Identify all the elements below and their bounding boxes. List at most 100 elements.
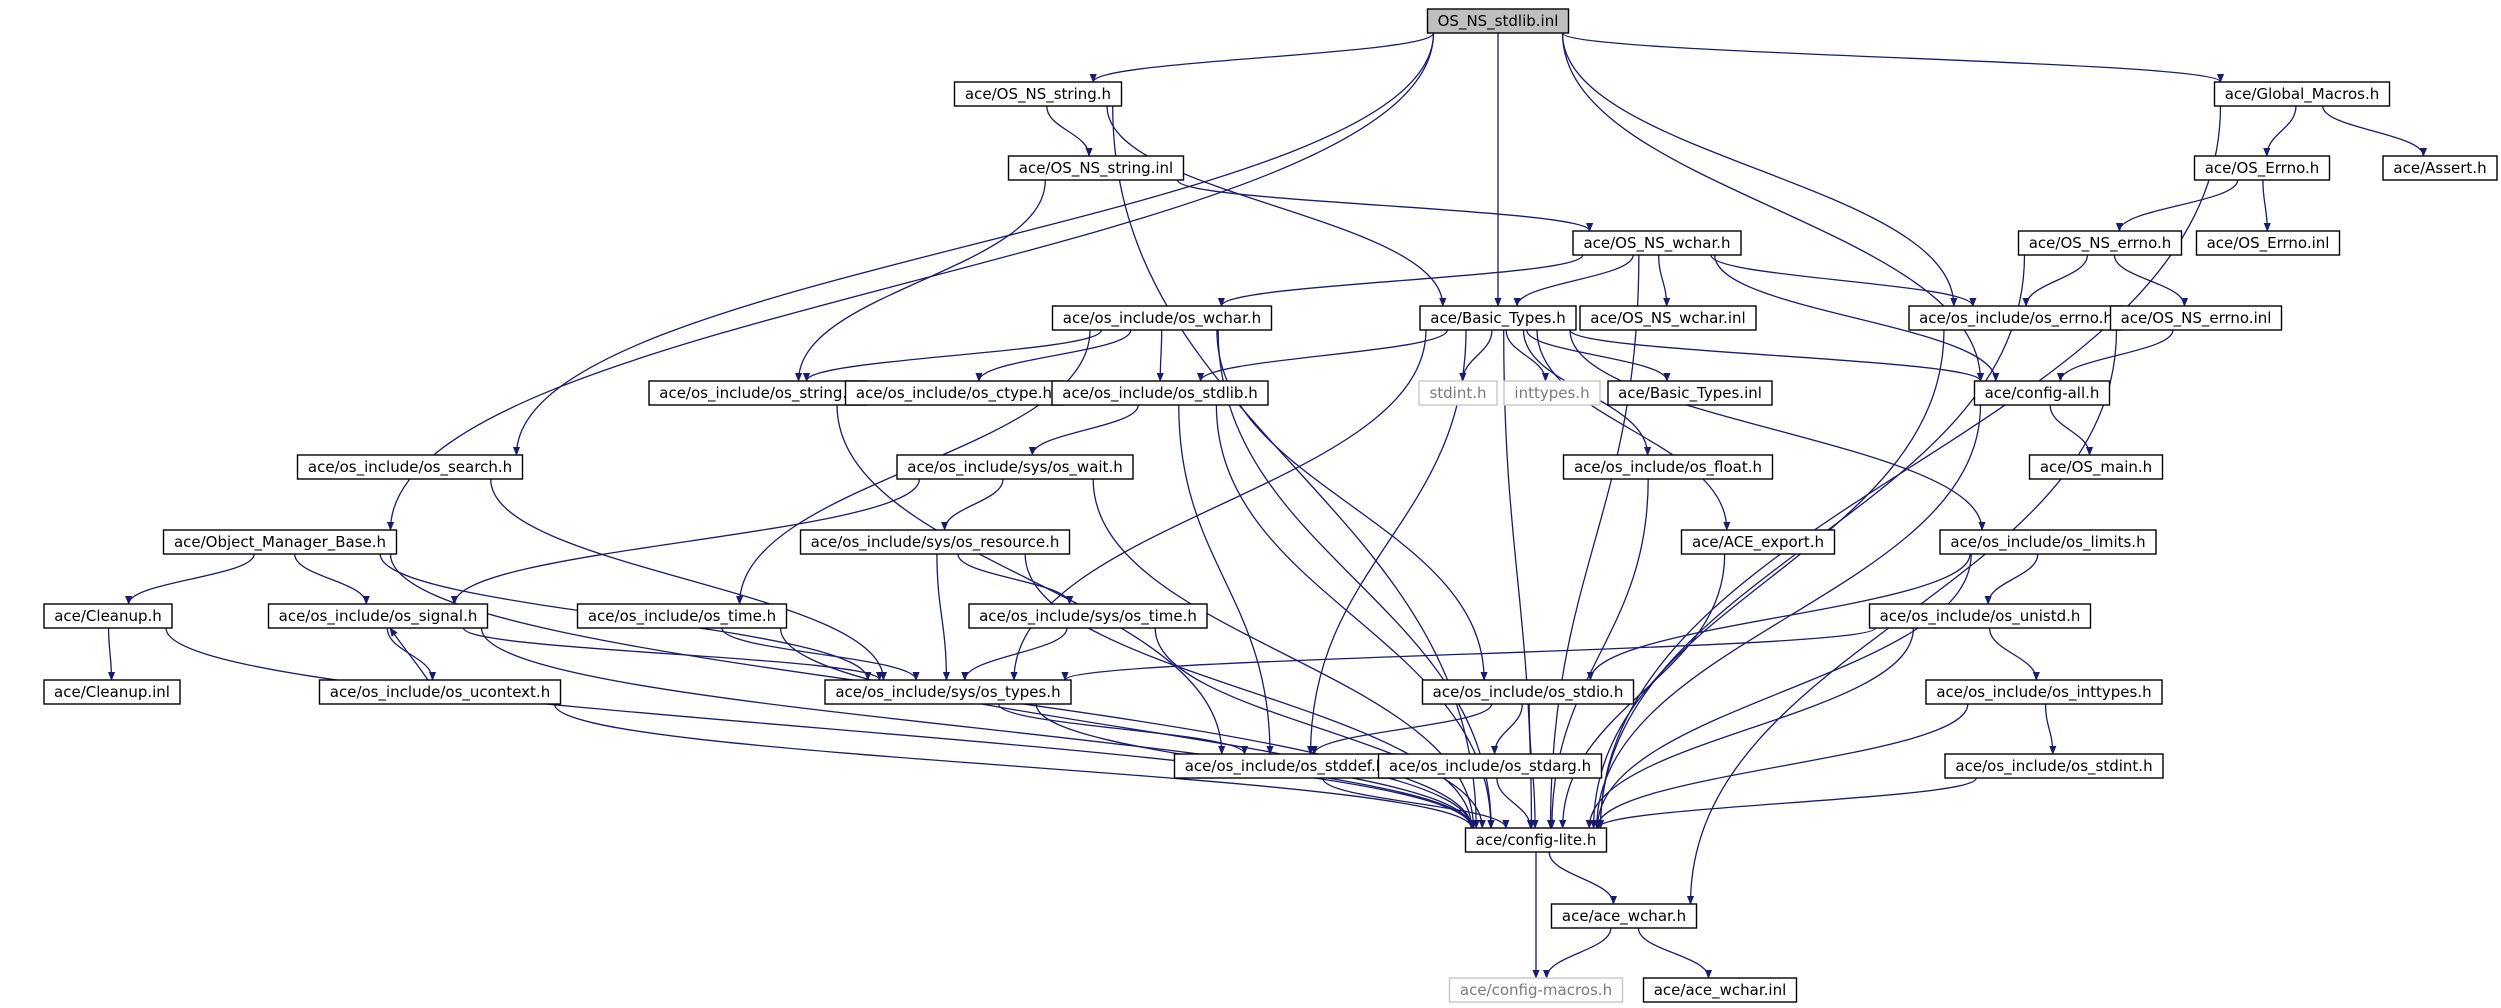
node-ace-ace-wchar-inl[interactable]: ace/ace_wchar.inl <box>1642 977 1798 1003</box>
node-label: ace/os_include/os_wchar.h <box>1063 309 1261 328</box>
node-ace-os-ns-string-h[interactable]: ace/OS_NS_string.h <box>953 81 1123 107</box>
edge-basic_types-to-inc_stdlib <box>1197 329 1448 382</box>
edge-ns_wchar-to-inc_wchar <box>1217 254 1584 307</box>
edge-sys_time-to-sys_types <box>961 627 1068 681</box>
node-label: stdint.h <box>1429 384 1486 402</box>
node-ace-os-include-os-wchar-h[interactable]: ace/os_include/os_wchar.h <box>1051 305 1273 331</box>
node-box <box>1051 380 1269 406</box>
node-ace-os-ns-errno-inl[interactable]: ace/OS_NS_errno.inl <box>2109 305 2283 331</box>
edge-inc_stdio-to-inc_stddef <box>1310 703 1493 755</box>
node-ace-os-errno-h[interactable]: ace/OS_Errno.h <box>2193 155 2331 181</box>
node-label: ace/os_include/os_unistd.h <box>1880 607 2081 626</box>
node-ace-os-include-sys-os-time-h[interactable]: ace/os_include/sys/os_time.h <box>968 603 1208 629</box>
node-ace-config-lite-h[interactable]: ace/config-lite.h <box>1464 827 1608 853</box>
node-box <box>1007 155 1185 181</box>
node-ace-os-include-os-stddef-h[interactable]: ace/os_include/os_stddef.h <box>1173 753 1397 779</box>
edge-inc_inttypes-to-inc_stdint <box>2044 703 2057 755</box>
node-ace-basic-types-inl[interactable]: ace/Basic_Types.inl <box>1607 380 1773 406</box>
edge-inc_inttypes-to-config_lite <box>1593 703 1969 829</box>
edge-sys_resource-to-sys_types <box>936 553 951 681</box>
node-label: inttypes.h <box>1514 384 1589 402</box>
node-box <box>1550 903 1698 929</box>
node-label: ace/config-all.h <box>1985 384 2100 402</box>
edge-inc_stdint-to-config_lite <box>1594 777 1977 829</box>
edge-sys_wait-to-sys_resource <box>941 478 1004 531</box>
node-box <box>576 603 788 629</box>
node-box <box>968 603 1208 629</box>
edge-ns_errno_inl-to-config_all <box>2056 329 2174 382</box>
node-ace-os-ns-wchar-h[interactable]: ace/OS_NS_wchar.h <box>1572 230 1742 256</box>
node-label: ace/config-macros.h <box>1460 981 1612 999</box>
node-box <box>296 454 524 480</box>
node-ace-os-include-os-stdlib-h[interactable]: ace/os_include/os_stdlib.h <box>1051 380 1269 406</box>
node-box <box>2028 454 2164 480</box>
node-box <box>1925 679 2163 705</box>
node-ace-config-all-h[interactable]: ace/config-all.h <box>1973 380 2111 406</box>
node-ace-os-errno-inl[interactable]: ace/OS_Errno.inl <box>2195 230 2341 256</box>
node-ace-ace-wchar-h[interactable]: ace/ace_wchar.h <box>1550 903 1698 929</box>
node-box <box>1448 977 1624 1003</box>
node-ace-cleanup-inl[interactable]: ace/Cleanup.inl <box>43 679 181 705</box>
node-label: ace/ace_wchar.h <box>1562 907 1686 926</box>
node-label: ace/OS_NS_wchar.h <box>1583 234 1730 253</box>
node-ace-cleanup-h[interactable]: ace/Cleanup.h <box>43 603 173 629</box>
node-label: ace/os_include/os_signal.h <box>279 607 478 626</box>
node-ace-os-include-os-unistd-h[interactable]: ace/os_include/os_unistd.h <box>1868 603 2092 629</box>
node-box <box>2109 305 2283 331</box>
node-ace-os-include-sys-os-resource-h[interactable]: ace/os_include/sys/os_resource.h <box>799 529 1071 555</box>
edge-inc_ucontext-to-inc_signal <box>389 627 429 681</box>
node-ace-global-macros-h[interactable]: ace/Global_Macros.h <box>2213 81 2391 107</box>
edge-config_all-to-os_main <box>2049 404 2094 456</box>
node-ace-ace-export-h[interactable]: ace/ACE_export.h <box>1680 529 1836 555</box>
node-ace-os-include-os-signal-h[interactable]: ace/os_include/os_signal.h <box>267 603 489 629</box>
node-ace-os-include-os-time-h[interactable]: ace/os_include/os_time.h <box>576 603 788 629</box>
edge-basic_types-to-inc_limits <box>1569 329 1986 531</box>
edge-inc_wchar-to-inc_string <box>802 329 1103 382</box>
edge-ace_export-to-config_lite <box>1559 553 1726 829</box>
node-label: ace/Cleanup.inl <box>54 683 170 701</box>
node-ace-os-main-h[interactable]: ace/OS_main.h <box>2028 454 2164 480</box>
node-ace-os-ns-wchar-inl[interactable]: ace/OS_NS_wchar.inl <box>1579 305 1757 331</box>
node-ace-assert-h[interactable]: ace/Assert.h <box>2382 155 2498 181</box>
edge-ns_string_inl-to-ns_wchar <box>1176 179 1594 232</box>
node-label: ace/Basic_Types.inl <box>1618 384 1762 403</box>
node-ace-os-ns-string-inl[interactable]: ace/OS_NS_string.inl <box>1007 155 1185 181</box>
edge-sys_types-to-inc_stddef <box>997 703 1249 755</box>
node-label: ace/os_include/os_limits.h <box>1950 533 2145 552</box>
node-box <box>1868 603 2092 629</box>
node-ace-os-include-sys-os-wait-h[interactable]: ace/os_include/sys/os_wait.h <box>896 454 1134 480</box>
node-label: ace/os_include/os_search.h <box>308 458 512 477</box>
node-ace-os-include-os-search-h[interactable]: ace/os_include/os_search.h <box>296 454 524 480</box>
node-ace-os-include-os-float-h[interactable]: ace/os_include/os_float.h <box>1562 454 1774 480</box>
node-box <box>162 529 398 555</box>
node-ace-basic-types-h[interactable]: ace/Basic_Types.h <box>1419 305 1577 331</box>
node-ace-os-include-os-errno-h[interactable]: ace/os_include/os_errno.h <box>1908 305 2124 331</box>
node-box <box>1426 8 1570 34</box>
node-ace-os-include-os-inttypes-h[interactable]: ace/os_include/os_inttypes.h <box>1925 679 2163 705</box>
node-ace-os-include-os-stdio-h[interactable]: ace/os_include/os_stdio.h <box>1421 679 1635 705</box>
node-box <box>1939 529 2157 555</box>
node-ace-config-macros-h: ace/config-macros.h <box>1448 977 1624 1003</box>
edge-ns_string-to-basic_types <box>1106 105 1447 307</box>
node-label: ace/os_include/sys/os_wait.h <box>907 458 1122 477</box>
edge-inc_errno-to-config_lite <box>1590 329 1945 829</box>
node-ace-os-include-os-limits-h[interactable]: ace/os_include/os_limits.h <box>1939 529 2157 555</box>
edge-cleanup-to-config_lite <box>165 627 1475 829</box>
node-ace-os-include-sys-os-types-h[interactable]: ace/os_include/sys/os_types.h <box>824 679 1072 705</box>
edge-inc_wchar-to-config_lite <box>1217 329 1495 829</box>
edge-global_macros-to-config_lite <box>1596 105 2222 829</box>
node-box <box>1944 753 2164 779</box>
edge-global_macros-to-assert <box>2322 105 2428 157</box>
node-ace-os-include-os-stdint-h[interactable]: ace/os_include/os_stdint.h <box>1944 753 2164 779</box>
node-ace-os-include-os-stdarg-h[interactable]: ace/os_include/os_stdarg.h <box>1377 753 1603 779</box>
node-ace-os-include-os-ucontext-h[interactable]: ace/os_include/os_ucontext.h <box>318 679 562 705</box>
node-os-ns-stdlib-inl[interactable]: OS_NS_stdlib.inl <box>1426 8 1570 34</box>
node-ace-os-ns-errno-h[interactable]: ace/OS_NS_errno.h <box>2017 230 2183 256</box>
node-ace-object-manager-base-h[interactable]: ace/Object_Manager_Base.h <box>162 529 398 555</box>
node-ace-os-include-os-string-h[interactable]: ace/os_include/os_string.h <box>648 380 868 406</box>
node-box <box>2017 230 2183 256</box>
node-label: ace/OS_NS_wchar.inl <box>1590 309 1745 328</box>
node-ace-os-include-os-ctype-h[interactable]: ace/os_include/os_ctype.h <box>844 380 1064 406</box>
edge-global_macros-to-os_errno <box>2263 105 2297 157</box>
node-label: ace/os_include/os_ctype.h <box>856 384 1052 403</box>
